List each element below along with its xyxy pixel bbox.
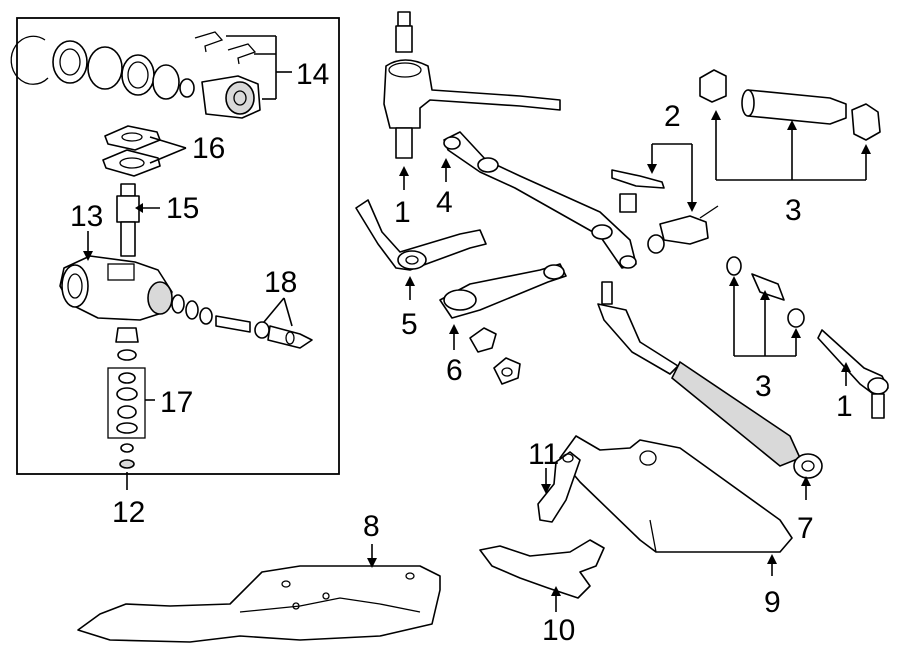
callout-17: 17 bbox=[160, 386, 193, 419]
gear-housing bbox=[59, 255, 213, 325]
callout-4: 4 bbox=[436, 186, 453, 219]
cover-and-gasket bbox=[102, 125, 161, 177]
steering-damper bbox=[597, 281, 823, 479]
callout-10: 10 bbox=[542, 614, 575, 647]
sector-shaft bbox=[116, 183, 140, 257]
center-link bbox=[443, 131, 637, 269]
callout-13: 13 bbox=[70, 200, 103, 233]
inset-frame bbox=[16, 17, 340, 475]
tie-rod-adjuster bbox=[611, 169, 719, 254]
tie-rod-end-upper bbox=[383, 11, 561, 159]
callout-9: 9 bbox=[764, 586, 781, 619]
callout-1-top: 1 bbox=[394, 196, 411, 229]
seal-ring-set bbox=[10, 35, 261, 119]
callout-16: 16 bbox=[192, 132, 225, 165]
callout-15: 15 bbox=[166, 192, 199, 225]
callout-12: 12 bbox=[112, 496, 145, 529]
kit-box bbox=[107, 367, 146, 439]
bushing-stack bbox=[107, 327, 146, 469]
small-shield bbox=[479, 539, 605, 599]
adjuster-sleeve-set-lower bbox=[726, 256, 805, 328]
adjuster-bolts bbox=[215, 315, 313, 349]
callout-3-top: 3 bbox=[785, 194, 802, 227]
callout-14: 14 bbox=[296, 58, 329, 91]
callout-3-mid: 3 bbox=[755, 370, 772, 403]
tie-rod-end-lower bbox=[817, 329, 889, 419]
callout-18: 18 bbox=[264, 266, 297, 299]
steering-gear-inset: 13 15 16 14 18 17 12 bbox=[10, 17, 340, 529]
callout-6: 6 bbox=[446, 354, 463, 387]
pitman-arm bbox=[355, 199, 487, 271]
callout-7: 7 bbox=[797, 512, 814, 545]
underbody-shield bbox=[77, 565, 441, 643]
adjuster-sleeve-set-upper bbox=[699, 69, 881, 141]
callout-2: 2 bbox=[664, 100, 681, 133]
skid-plate bbox=[559, 435, 793, 553]
mounting-bracket bbox=[537, 451, 581, 523]
idler-arm bbox=[439, 263, 567, 385]
callout-8: 8 bbox=[363, 510, 380, 543]
callout-5: 5 bbox=[401, 308, 418, 341]
callout-1-right: 1 bbox=[836, 390, 853, 423]
callout-11: 11 bbox=[528, 438, 559, 471]
retaining-clips bbox=[194, 31, 257, 65]
